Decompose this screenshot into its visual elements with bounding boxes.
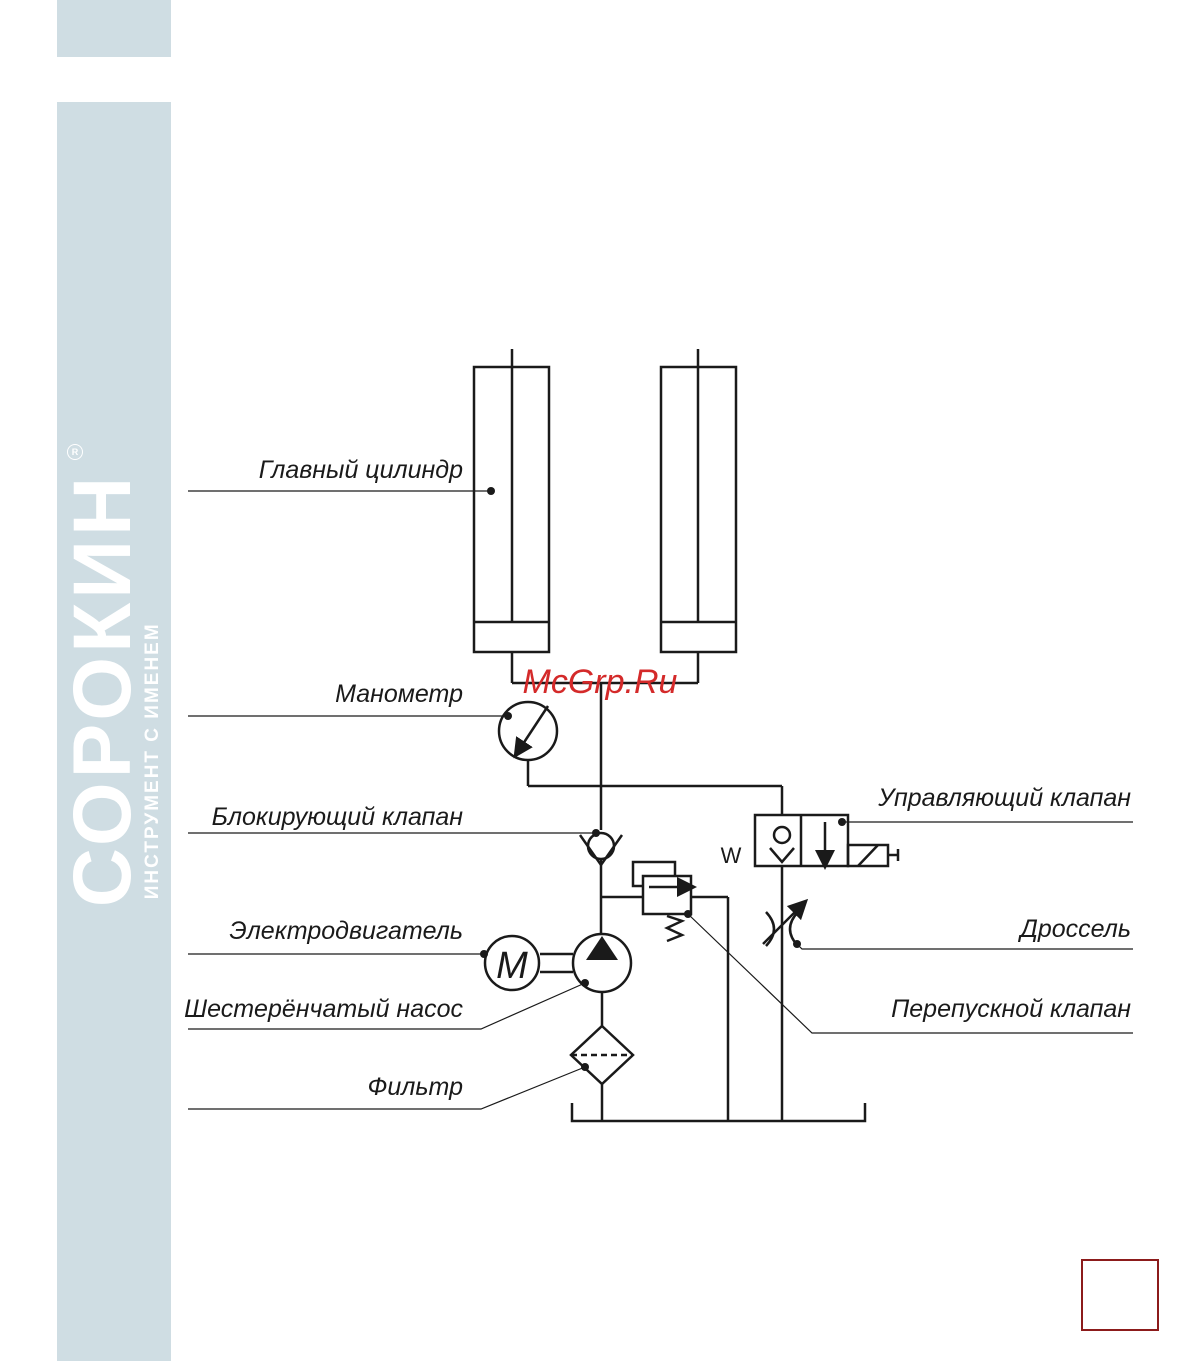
label-manometer: Манометр bbox=[335, 680, 463, 708]
label-blocking-valve: Блокирующий клапан bbox=[212, 803, 464, 831]
label-bypass-valve: Перепускной клапан bbox=[891, 995, 1131, 1023]
main-cylinder-right bbox=[661, 349, 736, 683]
reservoir-tank bbox=[572, 1103, 865, 1121]
page-number-box bbox=[1081, 1259, 1159, 1331]
bypass-relief-valve bbox=[601, 862, 728, 1121]
label-throttle: Дроссель bbox=[1017, 915, 1131, 943]
watermark: McGrp.Ru bbox=[523, 663, 678, 701]
filter bbox=[571, 1026, 633, 1084]
motor-letter: M bbox=[496, 945, 528, 987]
label-filter: Фильтр bbox=[368, 1073, 464, 1101]
label-main-cylinder: Главный цилиндр bbox=[259, 456, 463, 484]
pump-arrow-icon bbox=[586, 936, 618, 960]
control-valve bbox=[755, 815, 898, 866]
solenoid-letter: W bbox=[721, 843, 742, 868]
label-gear-pump: Шестерёнчатый насос bbox=[184, 995, 463, 1023]
label-electric-motor: Электродвигатель bbox=[229, 917, 463, 945]
main-cylinder-left bbox=[474, 349, 549, 683]
label-control-valve: Управляющий клапан bbox=[877, 784, 1131, 812]
